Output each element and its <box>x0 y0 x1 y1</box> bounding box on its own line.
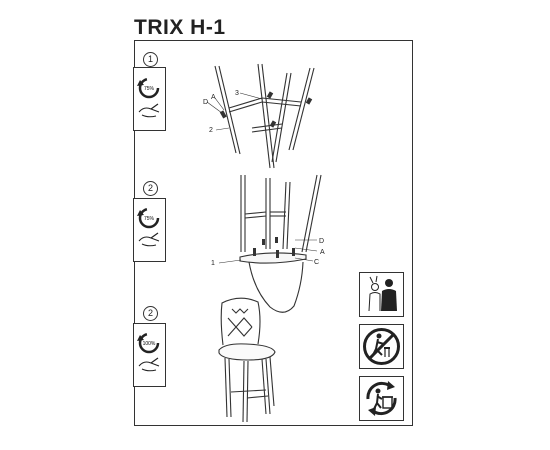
label-2-step-1: 2 <box>209 127 213 134</box>
no-climbing-warning-icon <box>363 328 400 365</box>
hand-tool-icon <box>138 232 160 247</box>
label-d-step-2: D <box>319 238 324 245</box>
label-d-step-1: D <box>203 99 208 106</box>
label-3-step-1: 3 <box>235 90 239 97</box>
torque-label-3: 100% <box>143 341 156 347</box>
assembled-stool-diagram <box>218 297 276 423</box>
wrench-rotation-icon: 100% <box>137 332 160 372</box>
label-a-step-2: A <box>320 249 325 256</box>
seat-attach-diagram <box>239 174 322 313</box>
hand-tool-icon <box>138 103 160 118</box>
torque-label-2: 75% <box>144 216 155 222</box>
leader-lines-step-2 <box>218 239 318 264</box>
step-number-2: 2 <box>143 181 158 196</box>
warning-box-two-person <box>359 272 404 317</box>
tool-box-step-3: 100% <box>133 323 166 387</box>
hand-tool-icon <box>138 357 160 372</box>
tool-box-step-2: 75% <box>133 198 166 262</box>
step-number-1: 1 <box>143 52 158 67</box>
leader-lines-step-1 <box>206 92 263 131</box>
label-a-step-1: A <box>211 94 216 101</box>
warning-box-recycle <box>359 376 404 421</box>
page-title: TRIX H-1 <box>134 16 226 39</box>
wrench-rotation-icon: 75% <box>137 77 160 118</box>
torque-label-1: 75% <box>144 86 155 92</box>
step-number-3: 2 <box>143 306 158 321</box>
wrench-rotation-icon: 75% <box>137 207 160 247</box>
screws-step-2 <box>253 237 295 258</box>
label-1-step-2: 1 <box>211 260 215 267</box>
tool-box-step-1: 75% <box>133 67 166 131</box>
recycle-disposal-icon <box>366 381 397 416</box>
two-person-warning-icon <box>368 275 397 312</box>
leg-frame-diagram <box>214 63 315 169</box>
warning-box-no-climbing <box>359 324 404 369</box>
label-c-step-2: C <box>314 259 319 266</box>
